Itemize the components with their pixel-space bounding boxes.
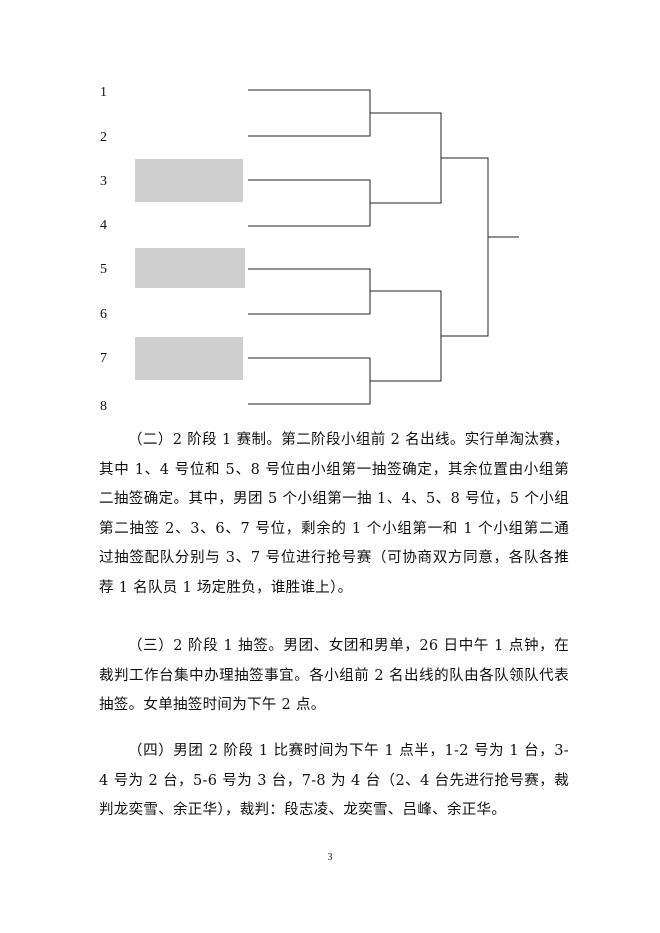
- seed-number-3: 3: [100, 174, 107, 189]
- bracket-match-7-8: [248, 357, 371, 405]
- bracket-match-3-4: [248, 179, 371, 227]
- bracket-semifinal-top: [370, 112, 442, 204]
- seed-number-7: 7: [100, 351, 107, 366]
- seed-number-4: 4: [100, 218, 107, 233]
- bracket-match-1-2: [248, 89, 371, 137]
- seed-number-1: 1: [100, 85, 107, 100]
- bracket-final: [441, 157, 489, 337]
- paragraph-stage2-format: （二）2 阶段 1 赛制。第二阶段小组前 2 名出线。实行单淘汰赛，其中 1、4…: [99, 432, 569, 596]
- seed-number-5: 5: [100, 262, 107, 277]
- page-number: 3: [327, 852, 333, 863]
- seed-number-6: 6: [100, 307, 107, 322]
- seed-7-placeholder-box: [135, 337, 243, 380]
- seed-number-2: 2: [100, 130, 107, 145]
- paragraph-stage2-schedule: （四）男团 2 阶段 1 比赛时间为下午 1 点半，1-2 号为 1 台，3-4…: [99, 743, 569, 818]
- bracket-match-5-6: [248, 268, 371, 315]
- bracket-semifinal-bottom: [370, 290, 442, 382]
- seed-3-placeholder-box: [135, 159, 243, 202]
- tournament-bracket: 1 2 3 4 5 6 7 8: [100, 85, 519, 414]
- seed-5-placeholder-box: [135, 248, 245, 288]
- paragraph-stage2-draw: （三）2 阶段 1 抽签。男团、女团和男单，26 日中午 1 点钟，在裁判工作台…: [99, 638, 569, 713]
- seed-number-8: 8: [100, 399, 107, 414]
